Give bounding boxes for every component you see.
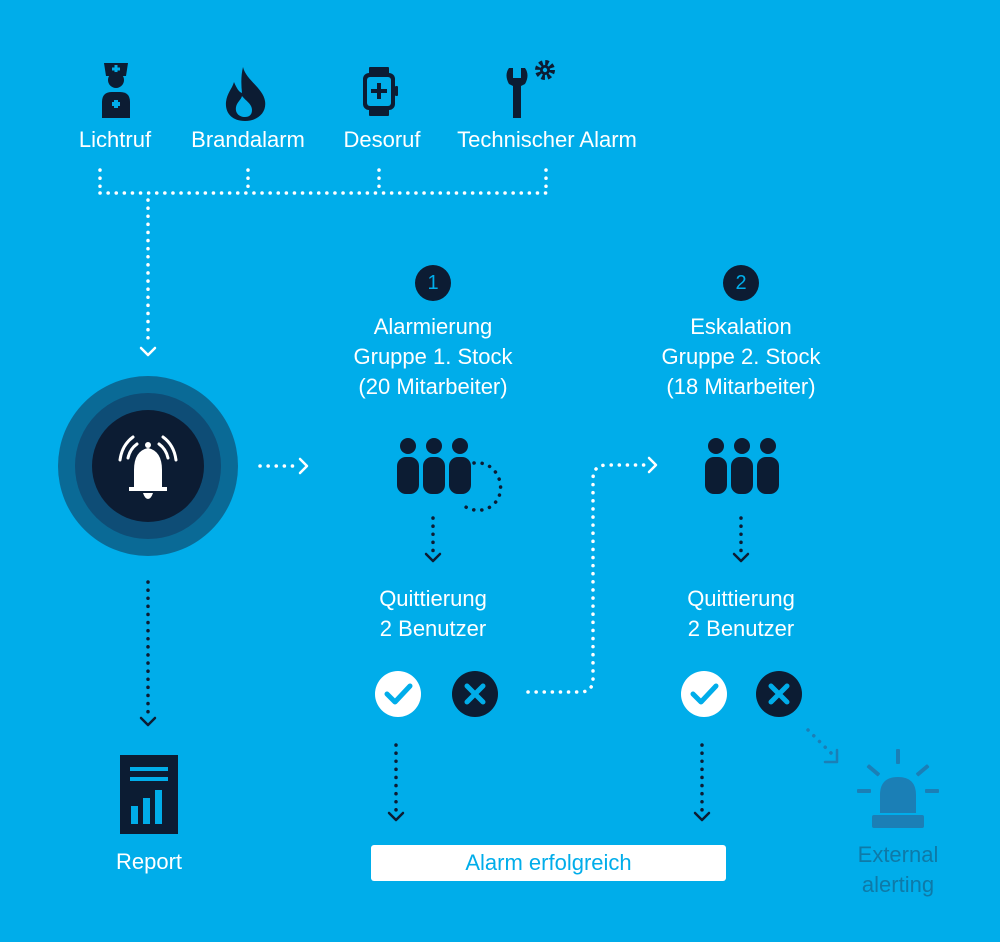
ack-1-line-2: 2 Benutzer	[379, 616, 487, 641]
arrow-cross1-to-group2	[526, 456, 658, 694]
step-2-title-line-1: Eskalation	[690, 314, 792, 339]
alarm-success-box: Alarm erfolgreich	[371, 845, 726, 881]
check-icon	[681, 671, 727, 717]
ack-1-line-1: Quittierung	[379, 586, 487, 611]
external-line-1: External	[857, 842, 939, 867]
alarm-success-label: Alarm erfolgreich	[465, 850, 632, 875]
source-label-technischer-alarm: Technischer Alarm	[457, 127, 637, 152]
arrow-cross2-to-external	[806, 728, 839, 764]
step-1-title: Alarmierung Gruppe 1. Stock (20 Mitarbei…	[313, 312, 553, 402]
people-group-icon	[705, 438, 779, 494]
ack-2-line-2: 2 Benutzer	[687, 616, 795, 641]
cross-icon	[756, 671, 802, 717]
check-icon	[375, 671, 421, 717]
report-label: Report	[115, 849, 183, 874]
step-2-badge: 2	[723, 265, 759, 301]
cross-icon	[452, 671, 498, 717]
alarm-bell-icon	[58, 376, 238, 556]
ack-2-line-1: Quittierung	[687, 586, 795, 611]
ack-2-label: Quittierung 2 Benutzer	[641, 584, 841, 644]
smartwatch-icon	[363, 67, 398, 116]
report-icon	[120, 755, 178, 834]
arrow-check2-to-result	[693, 743, 711, 822]
arrow-group2-to-ack2	[732, 516, 750, 563]
people-group-icon	[397, 438, 471, 494]
siren-icon	[857, 749, 939, 828]
nurse-icon	[102, 63, 130, 118]
source-label-lichtruf: Lichtruf	[78, 127, 152, 152]
step-2-title-line-3: (18 Mitarbeiter)	[666, 374, 816, 399]
external-line-2: alerting	[861, 872, 935, 897]
group1-loop-arrow	[462, 461, 503, 512]
fire-icon	[225, 67, 266, 121]
source-label-brandalarm: Brandalarm	[191, 127, 305, 152]
step-1-title-line-3: (20 Mitarbeiter)	[358, 374, 508, 399]
step-2-title: Eskalation Gruppe 2. Stock (18 Mitarbeit…	[621, 312, 861, 402]
arrow-alarm-to-report	[139, 580, 157, 727]
step-2-title-line-2: Gruppe 2. Stock	[661, 344, 821, 369]
wrench-gear-icon	[506, 60, 555, 118]
step-1-badge: 1	[415, 265, 451, 301]
external-alerting-label: External alerting	[838, 840, 958, 900]
ack-1-label: Quittierung 2 Benutzer	[333, 584, 533, 644]
source-label-desoruf: Desoruf	[343, 127, 421, 152]
step-1-title-line-1: Alarmierung	[373, 314, 493, 339]
arrow-group1-to-ack1	[424, 516, 442, 563]
source-connectors	[98, 168, 548, 357]
arrow-alarm-to-group1	[258, 457, 309, 475]
arrow-check1-to-result	[387, 743, 405, 822]
step-1-title-line-2: Gruppe 1. Stock	[353, 344, 513, 369]
